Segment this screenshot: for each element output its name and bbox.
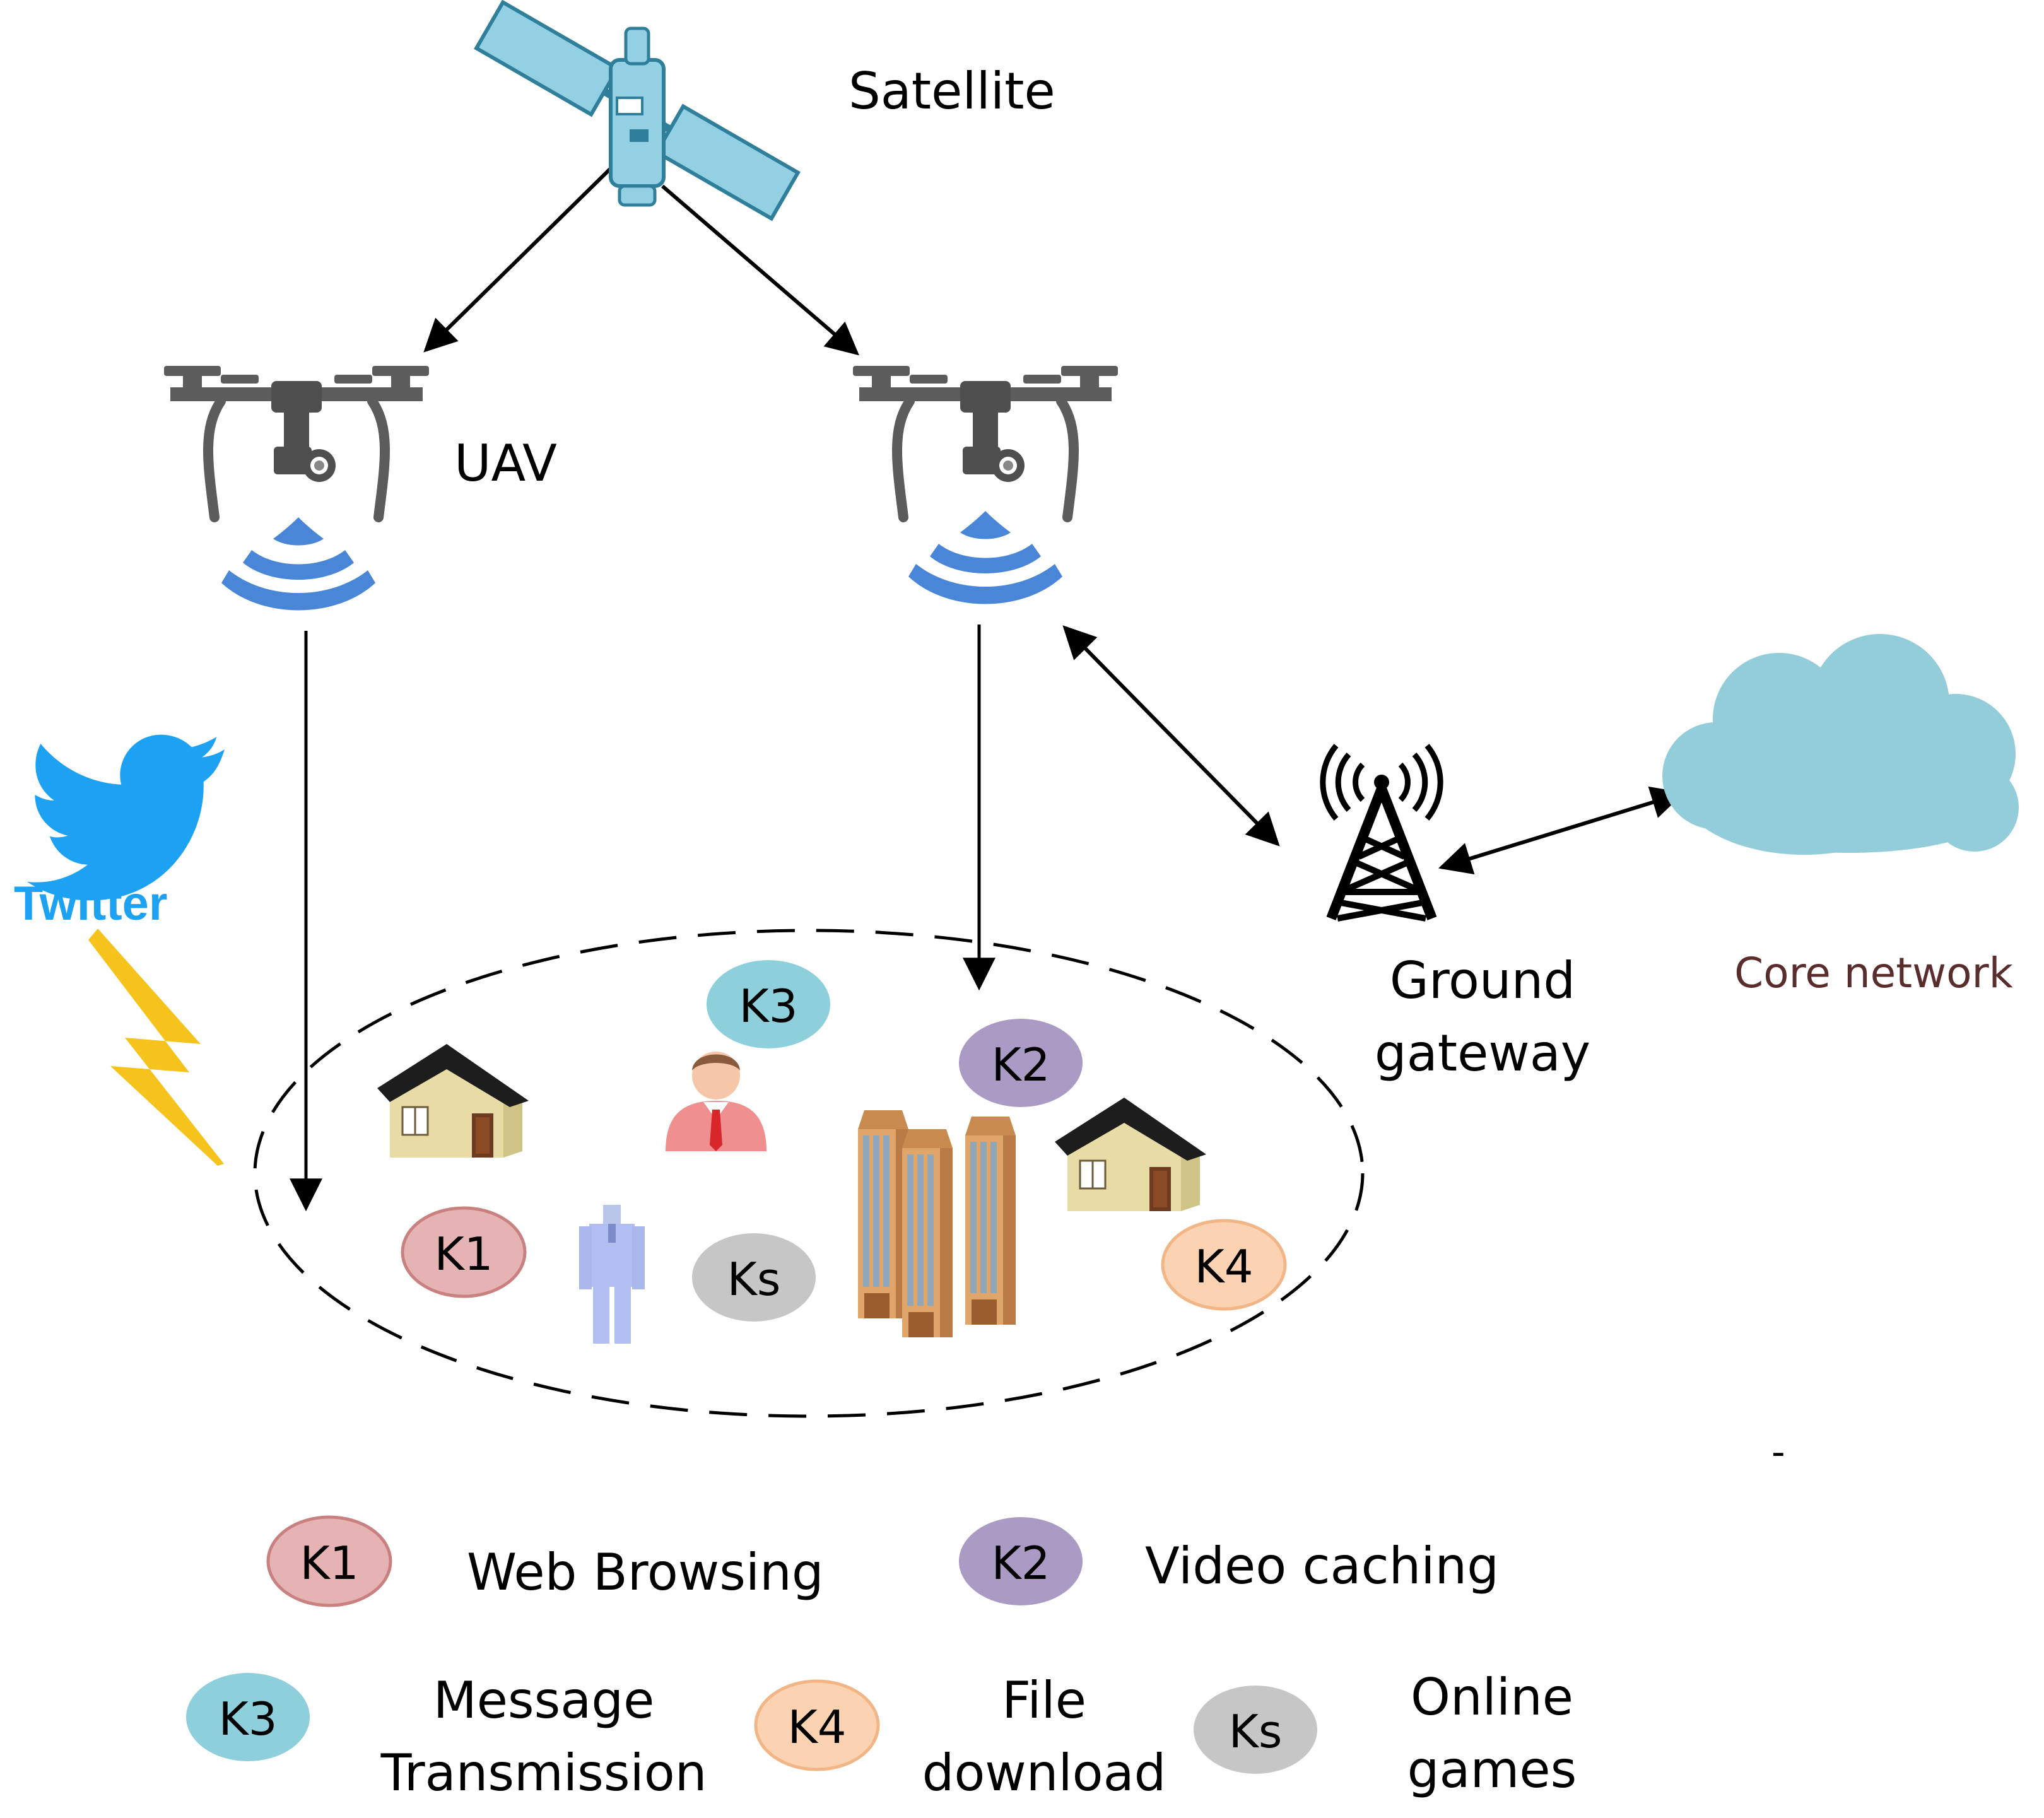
uav-label: UAV (454, 434, 557, 493)
twitter-label: Twitter (14, 877, 167, 930)
service-tag-k3: K3 (707, 960, 830, 1048)
legend: K1 Web Browsing K2 Video caching K3 Mess… (186, 1515, 1577, 1802)
svg-text:K1: K1 (434, 1228, 493, 1281)
svg-text:Online: Online (1411, 1668, 1573, 1727)
wifi-signal-icon (908, 511, 1062, 604)
service-tag-k4: K4 (1161, 1219, 1287, 1311)
legend-k1: K1 Web Browsing (266, 1515, 824, 1607)
service-tag-k1: K1 (401, 1206, 527, 1298)
link-satellite-uav-left (423, 165, 614, 353)
dash-mark: - (1771, 1430, 1785, 1474)
wifi-signal-icon (221, 517, 375, 611)
satellite-body (609, 26, 666, 207)
svg-text:K2: K2 (991, 1038, 1050, 1091)
house-icon (1054, 1096, 1207, 1212)
svg-text:File: File (1002, 1671, 1086, 1730)
svg-text:K4: K4 (1194, 1240, 1253, 1293)
svg-text:K4: K4 (787, 1701, 846, 1754)
svg-text:K3: K3 (218, 1692, 277, 1745)
service-tag-k2: K2 (959, 1019, 1083, 1107)
legend-k4: K4 File download (754, 1671, 1166, 1802)
svg-text:download: download (922, 1744, 1166, 1802)
cell-tower-icon (1320, 744, 1443, 922)
link-uav-gateway (1062, 625, 1280, 847)
svg-text:Ks: Ks (1229, 1705, 1283, 1758)
link-satellite-uav-right (661, 184, 859, 356)
drone-icon (853, 366, 1118, 517)
user-icon (666, 1052, 766, 1151)
ground-gateway-label-line2: gateway (1375, 1024, 1590, 1082)
lightning-icon (88, 929, 224, 1166)
svg-text:Transmission: Transmission (380, 1744, 707, 1802)
core-network-label: Core network (1734, 949, 2014, 997)
service-tag-ks: Ks (692, 1233, 816, 1322)
link-gateway-core (1438, 786, 1684, 875)
svg-text:Ks: Ks (727, 1253, 781, 1306)
svg-text:Video caching: Video caching (1145, 1537, 1499, 1595)
coverage-area (253, 929, 1365, 1418)
drone-icon (164, 366, 429, 517)
house-icon (376, 1043, 530, 1159)
svg-text:K3: K3 (739, 980, 797, 1033)
svg-text:games: games (1407, 1740, 1577, 1799)
legend-ks: Ks Online games (1194, 1668, 1577, 1799)
svg-text:Message: Message (433, 1671, 655, 1730)
twitter-bird-icon (26, 734, 225, 901)
satellite-label: Satellite (849, 62, 1055, 120)
legend-k2: K2 Video caching (959, 1517, 1499, 1605)
user-icon (579, 1205, 645, 1344)
svg-text:K1: K1 (300, 1537, 358, 1590)
svg-text:Web Browsing: Web Browsing (467, 1543, 824, 1602)
cloud-icon (1662, 634, 2019, 855)
ground-gateway-label-line1: Ground (1390, 951, 1575, 1010)
svg-text:K2: K2 (991, 1537, 1050, 1590)
legend-k3: K3 Message Transmission (186, 1671, 707, 1802)
building-icon (858, 1110, 1016, 1337)
